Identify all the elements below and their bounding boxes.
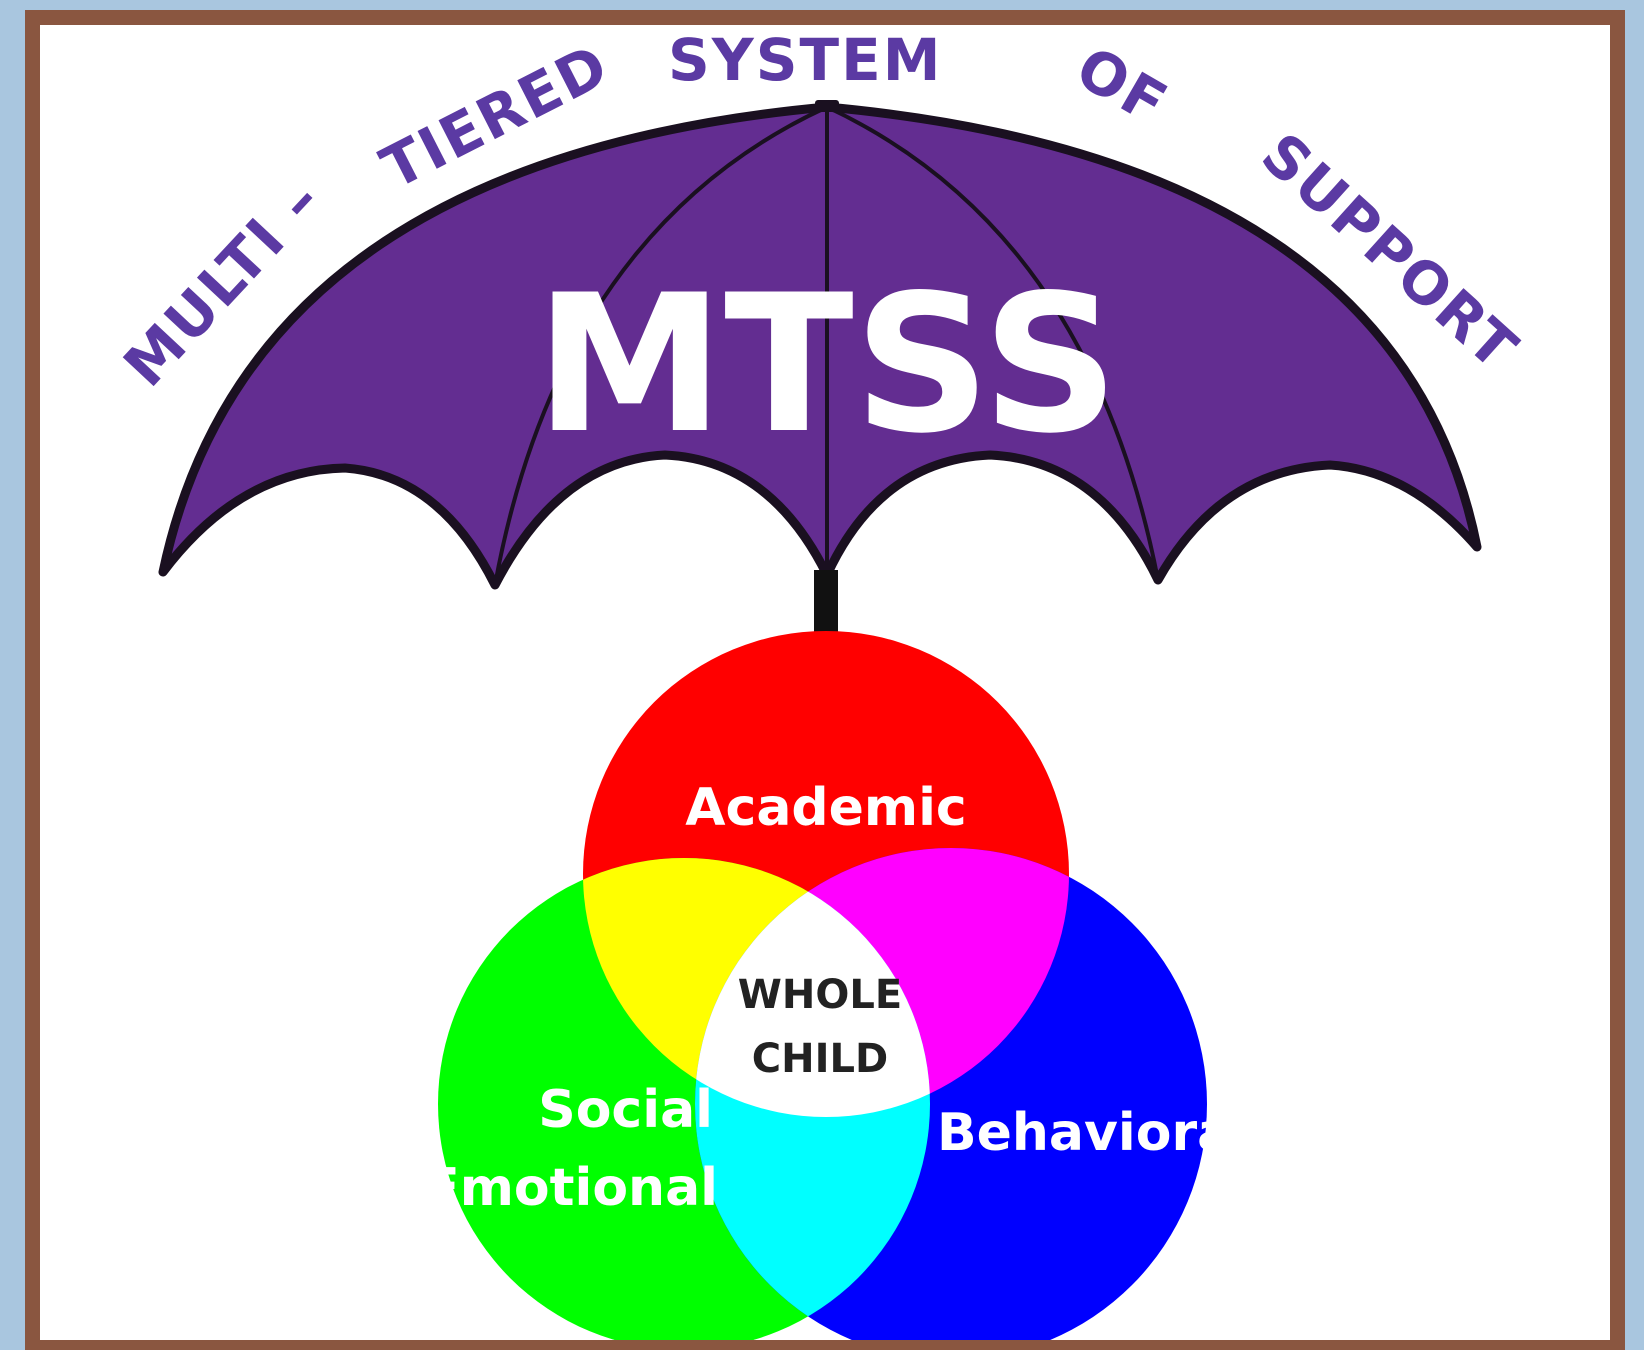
venn-center-line2: CHILD [752, 1036, 888, 1082]
venn-label-academic: Academic [685, 778, 966, 838]
umbrella-rib-left [493, 105, 828, 586]
venn-diagram: Academic Social Emotional Behavioral WHO… [424, 631, 1250, 1340]
arc-word-system: SYSTEM [668, 26, 942, 94]
venn-label-emotional: Emotional [424, 1158, 718, 1218]
venn-label-behavioral: Behavioral [937, 1103, 1250, 1163]
umbrella-rib-right [826, 105, 1160, 581]
venn-center-line1: WHOLE [738, 972, 902, 1018]
arc-word-of: OF [1065, 33, 1179, 138]
venn-label-social: Social [538, 1080, 713, 1140]
venn-overlap-center [695, 858, 930, 1117]
mtss-title: MTSS [535, 254, 1119, 475]
umbrella: MTSS [158, 100, 1482, 650]
umbrella-tip [815, 100, 839, 112]
